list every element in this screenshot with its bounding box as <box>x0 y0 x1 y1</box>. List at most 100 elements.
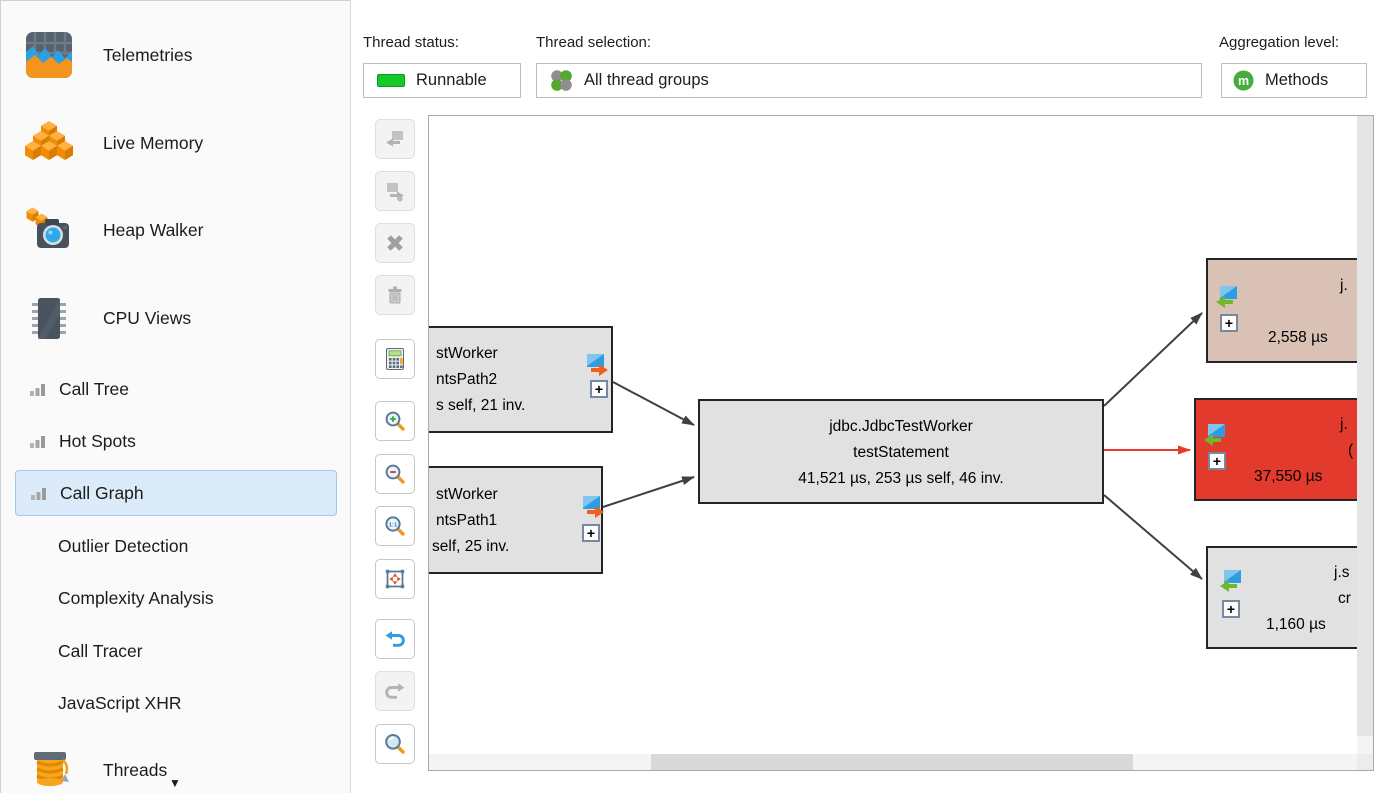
node-text: ntsPath2 <box>436 371 498 388</box>
runnable-status-icon <box>377 74 405 87</box>
cpu-views-icon <box>32 298 66 339</box>
sidebar-item-label: Complexity Analysis <box>58 587 214 608</box>
expand-node-button[interactable]: + <box>590 380 608 398</box>
methods-icon: m <box>1233 70 1254 91</box>
graph-node-caller-path1[interactable]: stWorker ntsPath1 self, 25 inv. + <box>429 466 604 574</box>
node-text: ntsPath1 <box>436 512 498 529</box>
sidebar-item-label: Call Tracer <box>58 640 143 661</box>
thread-status-value: Runnable <box>416 71 487 89</box>
sidebar-item-javascript-xhr[interactable]: JavaScript XHR <box>58 680 182 726</box>
vertical-scrollbar-thumb[interactable] <box>1357 116 1373 736</box>
fit-content-button[interactable] <box>375 559 415 599</box>
call-graph-canvas[interactable]: stWorker ntsPath2 s self, 21 inv. + stWo… <box>428 115 1374 771</box>
zoom-actual-size-button[interactable]: 1:1 <box>375 506 415 546</box>
sidebar-item-telemetries[interactable]: Telemetries <box>25 31 192 79</box>
sidebar-item-label: Threads <box>103 759 168 780</box>
show-callers-icon[interactable] <box>1220 570 1242 592</box>
bar-chart-icon <box>30 384 45 396</box>
find-icon <box>385 734 405 754</box>
node-timing-text: 37,550 µs <box>1254 468 1323 485</box>
graph-node-callee-hot[interactable]: j. ( 37,550 µs + <box>1194 398 1373 501</box>
add-callers-button[interactable] <box>375 119 415 159</box>
sidebar-item-hot-spots[interactable]: Hot Spots <box>29 418 136 464</box>
bar-chart-icon <box>31 488 46 500</box>
zoom-in-button[interactable] <box>375 401 415 441</box>
sidebar-item-call-graph[interactable]: Call Graph <box>15 470 337 516</box>
horizontal-scrollbar[interactable] <box>429 754 1357 770</box>
graph-node-caller-path2[interactable]: stWorker ntsPath2 s self, 21 inv. + <box>429 326 613 433</box>
node-timing-text: 1,160 µs <box>1266 616 1326 633</box>
scroll-down-indicator: ▼ <box>169 776 181 790</box>
node-text: cr <box>1338 590 1351 607</box>
clear-graph-button[interactable] <box>375 275 415 315</box>
sidebar-item-call-tracer[interactable]: Call Tracer <box>58 628 143 674</box>
node-text: j. <box>1340 277 1348 294</box>
horizontal-scrollbar-thumb[interactable] <box>651 754 1133 770</box>
aggregation-level-value: Methods <box>1265 71 1329 89</box>
expand-node-button[interactable]: + <box>1220 314 1238 332</box>
node-text: stWorker <box>436 486 498 503</box>
expand-node-button[interactable]: + <box>1208 452 1226 470</box>
add-callees-button[interactable] <box>375 171 415 211</box>
node-text: j. <box>1340 416 1348 433</box>
graph-node-jdbc-test-worker[interactable]: jdbc.JdbcTestWorker testStatement 41,521… <box>698 399 1104 504</box>
remove-x-icon <box>387 235 403 251</box>
show-callees-icon[interactable] <box>586 354 608 376</box>
live-memory-icon <box>25 121 73 160</box>
sidebar-item-label: Call Tree <box>59 378 130 399</box>
show-callers-icon[interactable] <box>1216 286 1238 308</box>
sidebar-item-label: JavaScript XHR <box>58 692 182 713</box>
thread-selection-select[interactable]: All thread groups <box>536 63 1202 98</box>
undo-button[interactable] <box>375 619 415 659</box>
sidebar-item-call-tree[interactable]: Call Tree <box>29 366 129 412</box>
sidebar-item-label: Outlier Detection <box>58 535 189 556</box>
threads-icon <box>34 752 69 786</box>
aggregation-level-label: Aggregation level: <box>1219 34 1340 51</box>
sidebar-item-cpu-views[interactable]: CPU Views <box>25 294 191 342</box>
zoom-in-icon <box>385 411 405 431</box>
node-text: ( <box>1348 442 1354 459</box>
node-text: j.s <box>1334 564 1350 581</box>
zoom-out-icon <box>385 464 405 484</box>
bar-chart-icon <box>30 436 45 448</box>
sidebar-item-threads[interactable]: Threads <box>25 746 167 793</box>
show-callers-icon[interactable] <box>1204 424 1226 446</box>
graph-node-callee-top[interactable]: j. 2,558 µs + <box>1206 258 1373 363</box>
find-button[interactable] <box>375 724 415 764</box>
aggregation-level-select[interactable]: m Methods <box>1221 63 1367 98</box>
svg-text:1:1: 1:1 <box>389 522 398 528</box>
svg-text:m: m <box>1238 74 1249 88</box>
thread-selection-value: All thread groups <box>584 71 709 89</box>
sidebar-item-label: Live Memory <box>103 132 204 153</box>
node-class-name: jdbc.JdbcTestWorker <box>829 418 973 435</box>
add-callees-icon <box>387 183 404 202</box>
sidebar-item-label: Heap Walker <box>103 219 204 240</box>
vertical-scrollbar[interactable] <box>1357 116 1373 754</box>
zoom-out-button[interactable] <box>375 454 415 494</box>
redo-icon <box>385 683 405 699</box>
sidebar: Telemetries Live Memory <box>0 0 351 793</box>
node-timing-text: 41,521 µs, 253 µs self, 46 inv. <box>798 470 1004 487</box>
show-callees-icon[interactable] <box>582 496 604 518</box>
trash-icon <box>388 286 402 304</box>
call-graph-edges <box>602 312 1203 580</box>
redo-button[interactable] <box>375 671 415 711</box>
thread-status-select[interactable]: Runnable <box>363 63 521 98</box>
expand-node-button[interactable]: + <box>582 524 600 542</box>
sidebar-item-complexity-analysis[interactable]: Complexity Analysis <box>58 575 214 621</box>
add-callers-icon <box>386 131 403 147</box>
fit-content-icon <box>385 569 405 589</box>
sidebar-item-heap-walker[interactable]: Heap Walker <box>25 206 204 254</box>
sidebar-item-outlier-detection[interactable]: Outlier Detection <box>58 523 188 569</box>
sidebar-item-label: Call Graph <box>60 482 144 503</box>
sidebar-item-live-memory[interactable]: Live Memory <box>25 119 203 167</box>
expand-node-button[interactable]: + <box>1222 600 1240 618</box>
undo-icon <box>385 631 405 647</box>
node-text: stWorker <box>436 345 498 362</box>
telemetries-icon <box>26 32 72 78</box>
calculator-button[interactable] <box>375 339 415 379</box>
node-text: s self, 21 inv. <box>436 397 526 414</box>
remove-node-button[interactable] <box>375 223 415 263</box>
graph-node-callee-bottom[interactable]: j.s cr 1,160 µs + <box>1206 546 1373 649</box>
